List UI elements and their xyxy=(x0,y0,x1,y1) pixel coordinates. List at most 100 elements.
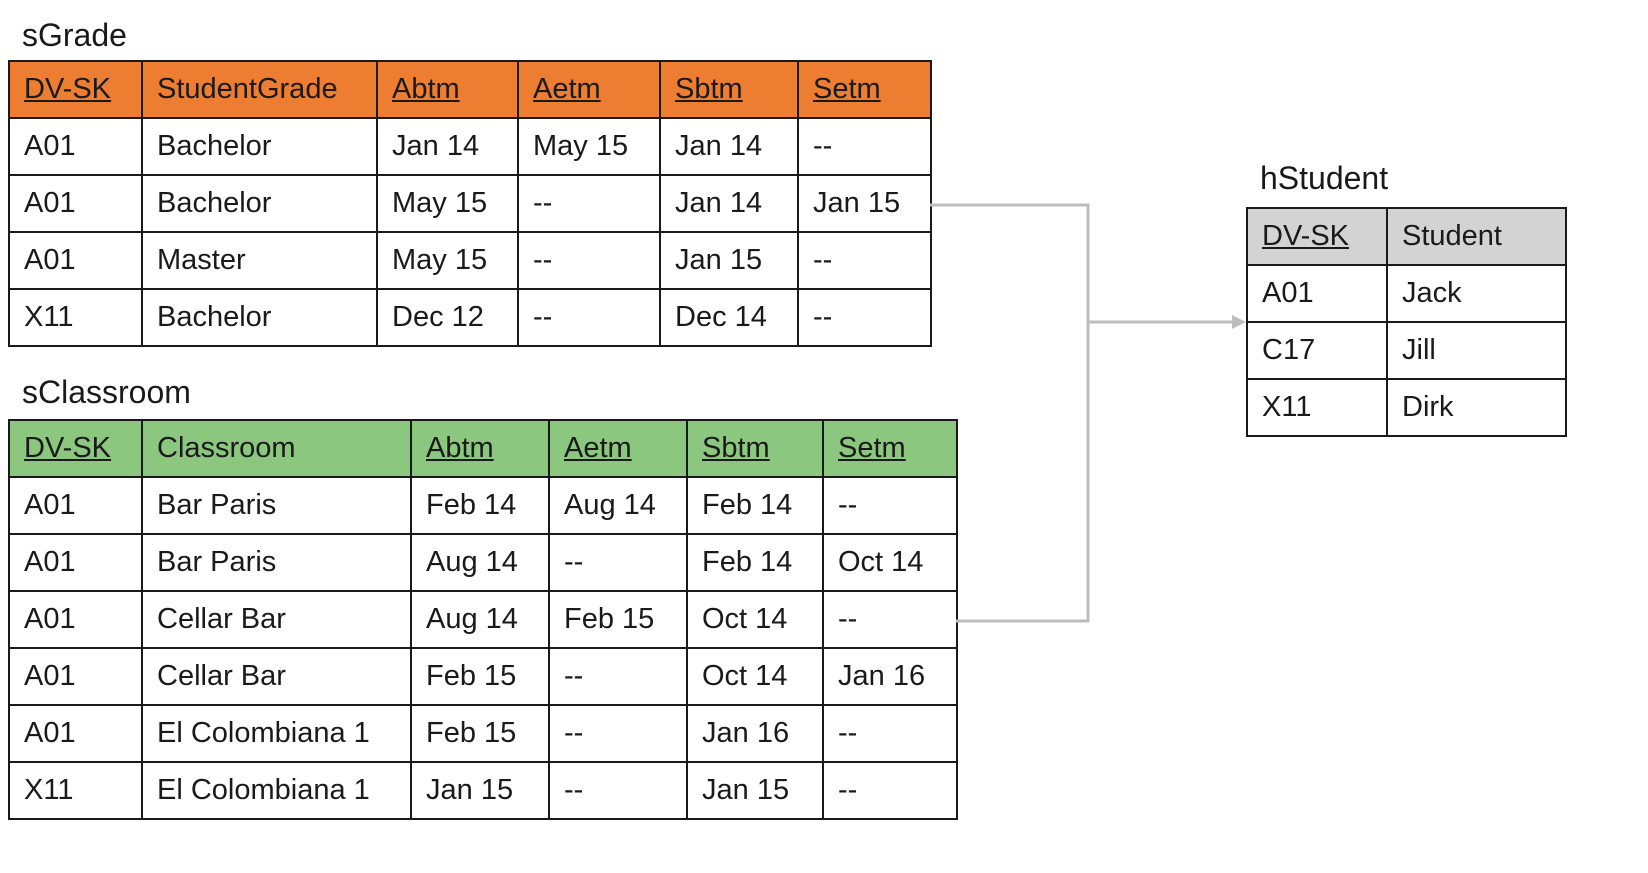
sclassroom-cell: -- xyxy=(548,761,688,820)
hstudent-header-row: DV-SK Student xyxy=(1246,207,1567,266)
sgrade-cell: -- xyxy=(797,117,932,176)
sgrade-cell: A01 xyxy=(8,117,143,176)
sgrade-header-studentgrade: StudentGrade xyxy=(141,60,378,119)
sclassroom-cell: -- xyxy=(548,704,688,763)
hstudent-cell: C17 xyxy=(1246,321,1388,380)
sgrade-cell: -- xyxy=(517,288,661,347)
sclassroom-cell: Oct 14 xyxy=(686,647,824,706)
hstudent-title: hStudent xyxy=(1260,160,1389,196)
sgrade-cell: -- xyxy=(517,174,661,233)
sgrade-cell: -- xyxy=(797,231,932,290)
sgrade-cell: Dec 12 xyxy=(376,288,519,347)
sgrade-cell: Dec 14 xyxy=(659,288,799,347)
sgrade-header-abtm: Abtm xyxy=(376,60,519,119)
sclassroom-cell: El Colombiana 1 xyxy=(141,761,412,820)
sclassroom-cell: -- xyxy=(822,590,958,649)
hstudent-header-dv-sk: DV-SK xyxy=(1246,207,1388,266)
sclassroom-cell: Jan 15 xyxy=(410,761,550,820)
sgrade-cell: Bachelor xyxy=(141,117,378,176)
sclassroom-cell: Feb 15 xyxy=(548,590,688,649)
sgrade-cell: May 15 xyxy=(517,117,661,176)
sclassroom-cell: Feb 15 xyxy=(410,647,550,706)
sclassroom-cell: Jan 16 xyxy=(686,704,824,763)
sclassroom-cell: Aug 14 xyxy=(410,590,550,649)
sclassroom-cell: Feb 14 xyxy=(686,476,824,535)
sclassroom-cell: Feb 15 xyxy=(410,704,550,763)
sgrade-cell: Jan 14 xyxy=(659,117,799,176)
sgrade-cell: Jan 14 xyxy=(659,174,799,233)
sclassroom-cell: -- xyxy=(548,533,688,592)
sgrade-title: sGrade xyxy=(22,17,127,53)
arrowhead-icon xyxy=(1232,315,1246,329)
sclassroom-cell: -- xyxy=(822,704,958,763)
sgrade-cell: A01 xyxy=(8,174,143,233)
sgrade-cell: Jan 14 xyxy=(376,117,519,176)
sclassroom-cell: -- xyxy=(822,761,958,820)
sclassroom-cell: El Colombiana 1 xyxy=(141,704,412,763)
sclassroom-cell: A01 xyxy=(8,704,143,763)
hstudent-cell: Jill xyxy=(1386,321,1567,380)
sgrade-header-setm: Setm xyxy=(797,60,932,119)
sgrade-header-aetm: Aetm xyxy=(517,60,661,119)
hstudent-cell: Dirk xyxy=(1386,378,1567,437)
sclassroom-title: sClassroom xyxy=(22,374,191,410)
sclassroom-header-row: DV-SK Classroom Abtm Aetm Sbtm Setm xyxy=(8,419,958,478)
sgrade-header-sbtm: Sbtm xyxy=(659,60,799,119)
sclassroom-header-aetm: Aetm xyxy=(548,419,688,478)
sclassroom-connector xyxy=(956,322,1090,623)
hstudent-cell: A01 xyxy=(1246,264,1388,323)
sclassroom-cell: A01 xyxy=(8,533,143,592)
hstudent-cell: X11 xyxy=(1246,378,1388,437)
sgrade-cell: May 15 xyxy=(376,174,519,233)
sclassroom-header-setm: Setm xyxy=(822,419,958,478)
sclassroom-cell: Feb 14 xyxy=(686,533,824,592)
sgrade-cell: Bachelor xyxy=(141,174,378,233)
sclassroom-cell: Jan 15 xyxy=(686,761,824,820)
sgrade-cell: A01 xyxy=(8,231,143,290)
sclassroom-cell: Cellar Bar xyxy=(141,590,412,649)
sgrade-header-dv-sk: DV-SK xyxy=(8,60,143,119)
sclassroom-cell: Cellar Bar xyxy=(141,647,412,706)
sclassroom-cell: Aug 14 xyxy=(410,533,550,592)
hstudent-header-student: Student xyxy=(1386,207,1567,266)
sgrade-cell: -- xyxy=(517,231,661,290)
sclassroom-cell: X11 xyxy=(8,761,143,820)
sgrade-cell: X11 xyxy=(8,288,143,347)
sgrade-table: DV-SK StudentGrade Abtm Aetm Sbtm Setm A… xyxy=(8,60,932,347)
sgrade-header-row: DV-SK StudentGrade Abtm Aetm Sbtm Setm xyxy=(8,60,932,119)
sclassroom-header-classroom: Classroom xyxy=(141,419,412,478)
sclassroom-cell: Oct 14 xyxy=(686,590,824,649)
sclassroom-cell: A01 xyxy=(8,590,143,649)
sclassroom-header-abtm: Abtm xyxy=(410,419,550,478)
sclassroom-cell: -- xyxy=(548,647,688,706)
sgrade-cell: Jan 15 xyxy=(659,231,799,290)
sgrade-cell: May 15 xyxy=(376,231,519,290)
sgrade-cell: -- xyxy=(797,288,932,347)
sgrade-connector xyxy=(930,203,1090,322)
sclassroom-cell: Feb 14 xyxy=(410,476,550,535)
sclassroom-cell: A01 xyxy=(8,476,143,535)
sgrade-cell: Master xyxy=(141,231,378,290)
sgrade-cell: Bachelor xyxy=(141,288,378,347)
sclassroom-header-sbtm: Sbtm xyxy=(686,419,824,478)
sclassroom-cell: -- xyxy=(822,476,958,535)
sclassroom-cell: Bar Paris xyxy=(141,476,412,535)
sclassroom-cell: Jan 16 xyxy=(822,647,958,706)
sclassroom-cell: Bar Paris xyxy=(141,533,412,592)
hstudent-cell: Jack xyxy=(1386,264,1567,323)
